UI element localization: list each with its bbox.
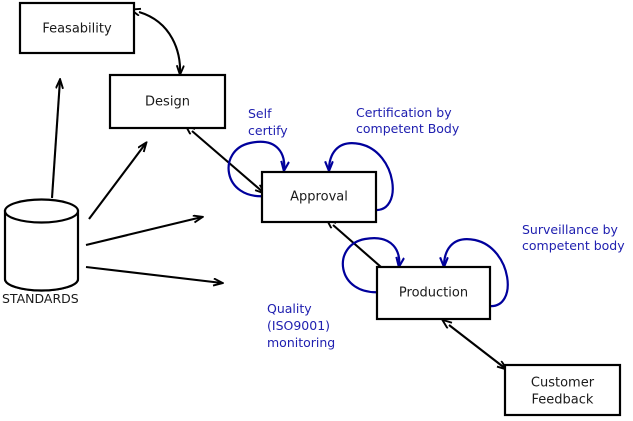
annotation-quality-line1: Quality [267,301,312,316]
node-feasability-label: Feasability [42,22,112,37]
node-production-label: Production [399,286,468,301]
node-production[interactable]: Production [375,265,492,321]
annotation-surveillance-line2: competent body [522,238,625,253]
connector-standards-design [88,143,146,220]
node-approval-label: Approval [290,190,348,205]
annotation-self-certify-line1: Self [248,106,272,121]
connector-feasability-design [139,12,180,74]
node-standards-label: STANDARDS [2,291,79,306]
node-feasability[interactable]: Feasability [18,1,136,55]
connector-standards-feasability [50,80,60,199]
node-design-label: Design [145,95,190,110]
annotation-certification-line2: competent Body [356,121,460,136]
node-standards[interactable]: STANDARDS [2,198,80,307]
annotation-self-certify-line2: certify [248,123,288,138]
loop-approval-left [227,140,285,198]
annotation-self-certify: Self certify [248,106,288,138]
node-customer-feedback-label-line2: Feedback [532,393,594,408]
loop-production-right [444,238,509,308]
annotation-quality-line2: (ISO9001) [267,318,330,333]
node-design[interactable]: Design [108,73,227,130]
connector-standards-production [85,265,222,283]
annotation-surveillance-line1: Surveillance by [522,222,619,237]
loop-production-left [341,237,399,294]
loop-approval-right [329,142,394,212]
connector-standards-approval [85,217,202,247]
connector-production-customer-feedback [449,325,506,369]
node-approval[interactable]: Approval [260,170,378,224]
node-customer-feedback[interactable]: Customer Feedback [503,363,622,417]
annotation-quality-iso9001-monitoring: Quality (ISO9001) monitoring [267,301,335,350]
node-customer-feedback-label-line1: Customer [531,376,595,391]
connector-design-approval [192,131,264,193]
annotation-certification-line1: Certification by [356,105,452,120]
annotation-certification-by-competent-body: Certification by competent Body [356,105,460,136]
annotation-surveillance-by-competent-body: Surveillance by competent body [522,222,625,253]
annotation-quality-line3: monitoring [267,335,335,350]
